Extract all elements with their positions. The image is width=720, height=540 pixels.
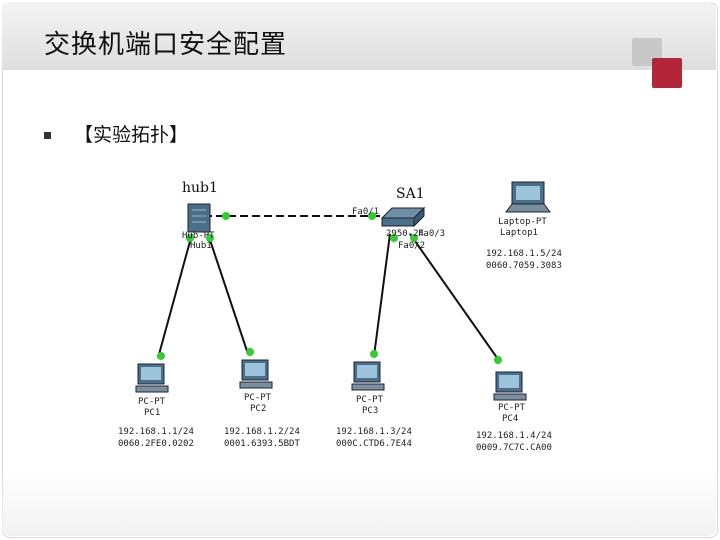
slide-title: 交换机端口安全配置	[44, 30, 288, 60]
switch-device[interactable]	[380, 206, 426, 228]
topology-canvas	[108, 172, 568, 462]
pc3-device[interactable]	[351, 361, 385, 391]
pc3-mac-label: 000C.CTD6.7E44	[336, 439, 412, 449]
port-dot	[222, 212, 230, 220]
pc4-mac-label: 0009.7C7C.CA00	[476, 443, 552, 453]
pc3-name-label: PC3	[362, 406, 378, 416]
pc2-device[interactable]	[239, 359, 273, 389]
pc2-ip-label: 192.168.1.2/24	[224, 427, 300, 437]
pc2-model-label: PC-PT	[244, 393, 272, 403]
port-dot	[368, 212, 376, 220]
port-fa03-label: Fa0/3	[418, 229, 445, 239]
bullet-marker	[44, 132, 51, 139]
hub-device[interactable]	[187, 203, 211, 233]
hub-model-label: Hub-PT	[182, 231, 215, 241]
pc4-name-label: PC4	[502, 414, 518, 424]
port-fa01-label: Fa0/1	[352, 207, 379, 217]
hub-icon	[187, 203, 211, 233]
link-switch-pc3	[373, 233, 391, 357]
port-dot	[206, 234, 214, 242]
port-dot	[157, 352, 165, 360]
title-bar	[2, 2, 716, 70]
port-dot	[410, 234, 418, 242]
port-fa02-label: Fa0/2	[398, 241, 425, 251]
pc1-name-label: PC1	[144, 408, 160, 418]
laptop-device[interactable]	[505, 181, 551, 213]
laptop-mac-label: 0060.7059.3083	[486, 261, 562, 271]
pc2-name-label: PC2	[250, 404, 266, 414]
switch-model-label: 2950-24	[386, 229, 424, 239]
link-hub-pc1	[157, 233, 193, 359]
port-dot	[494, 356, 502, 364]
hub-name-label: hub1	[182, 180, 218, 196]
decor-square-red	[652, 58, 682, 88]
pc1-device[interactable]	[135, 363, 169, 393]
pc1-ip-label: 192.168.1.1/24	[118, 427, 194, 437]
pc3-model-label: PC-PT	[356, 395, 384, 405]
pc4-ip-label: 192.168.1.4/24	[476, 431, 552, 441]
hub-line2-label: Hub1	[190, 241, 212, 251]
pc3-ip-label: 192.168.1.3/24	[336, 427, 412, 437]
pc4-device[interactable]	[493, 371, 527, 401]
port-dot	[186, 234, 194, 242]
pc1-mac-label: 0060.2FE0.0202	[118, 439, 194, 449]
pc2-mac-label: 0001.6393.5BDT	[224, 439, 300, 449]
port-dot	[246, 348, 254, 356]
network-topology: hub1 Hub-PT Hub1 SA1 2950-24 Fa0/1 Fa0/3…	[108, 172, 568, 462]
pc1-model-label: PC-PT	[138, 397, 166, 407]
pc4-model-label: PC-PT	[498, 403, 526, 413]
laptop-name-label: Laptop1	[500, 228, 538, 238]
port-dot	[390, 234, 398, 242]
link-switch-pc4	[409, 233, 501, 363]
bottom-fade	[2, 470, 716, 536]
switch-name-label: SA1	[396, 186, 425, 202]
link-hub-pc2	[207, 233, 249, 355]
bullet-text: 【实验拓扑】	[74, 124, 189, 146]
laptop-ip-label: 192.168.1.5/24	[486, 249, 562, 259]
port-dot	[370, 350, 378, 358]
laptop-model-label: Laptop-PT	[498, 217, 547, 227]
